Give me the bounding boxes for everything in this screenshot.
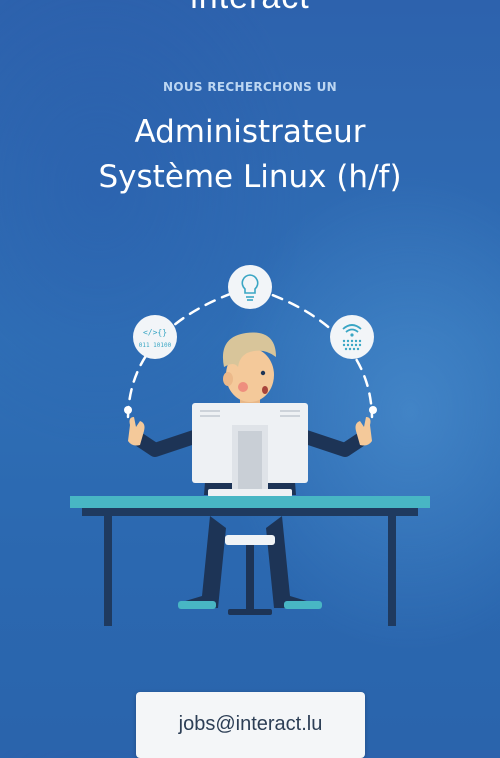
left-arm	[133, 428, 207, 457]
title-line-1: Administrateur	[134, 114, 366, 150]
developer-illustration: </>{} 011 10100	[70, 265, 430, 626]
right-hand	[355, 417, 372, 446]
cheek	[238, 382, 248, 392]
code-icon-top-text: </>{}	[143, 328, 167, 337]
eye	[260, 370, 266, 376]
right-arm	[293, 428, 367, 457]
chair-and-legs	[178, 516, 322, 615]
arc-end-dot-left	[124, 406, 132, 414]
ear	[223, 372, 233, 386]
lightbulb-icon	[228, 265, 272, 309]
title-line-2: Système Linux (h/f)	[98, 159, 402, 195]
code-icon: </>{} 011 10100	[133, 315, 177, 359]
hair	[222, 332, 276, 367]
brand-logo-text: interact	[0, 0, 500, 14]
mouth	[262, 386, 268, 394]
arc-end-dot-right	[369, 406, 377, 414]
page-title: Administrateur Système Linux (h/f)	[0, 110, 500, 200]
wifi-icon	[330, 315, 374, 359]
contact-email-button[interactable]: jobs@interact.lu	[136, 692, 365, 758]
desk	[70, 496, 430, 626]
left-hand	[128, 417, 145, 446]
monitor	[192, 403, 308, 497]
code-icon-bottom-text: 011 10100	[139, 342, 172, 349]
juggling-arc	[126, 285, 374, 419]
kicker-text: NOUS RECHERCHONS UN	[163, 80, 337, 94]
